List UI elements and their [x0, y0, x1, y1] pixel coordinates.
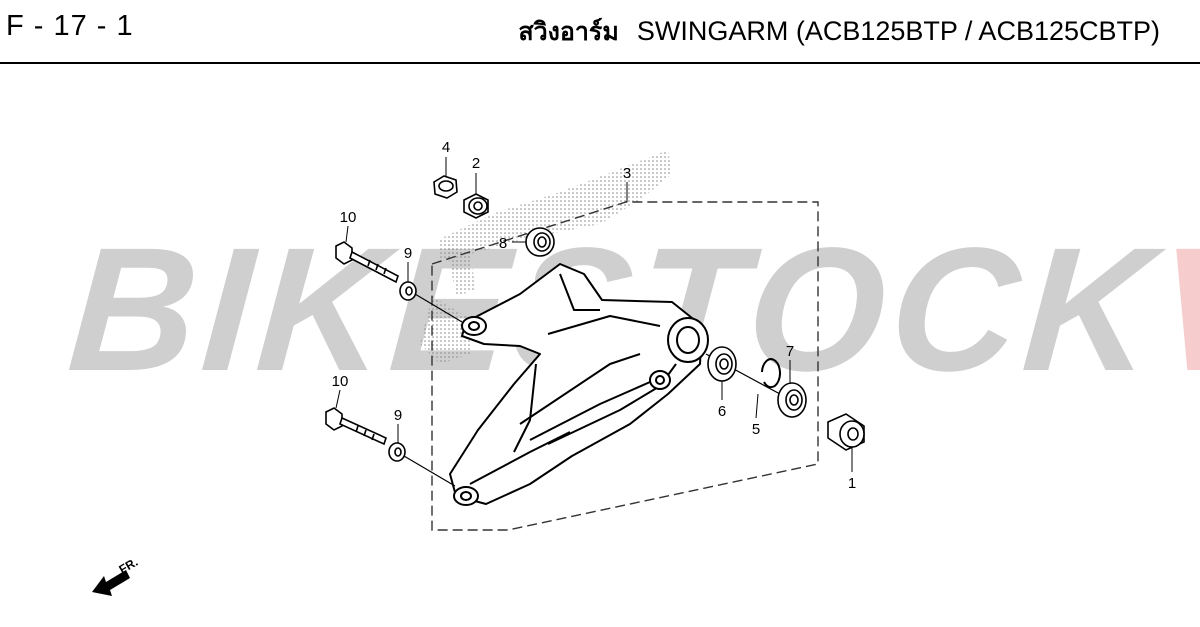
page-code: F - 17 - 1 — [6, 10, 134, 42]
callout-2: 2 — [472, 155, 480, 172]
assembly-boundary — [431, 201, 819, 531]
header-divider — [0, 62, 1200, 64]
callout-3: 3 — [623, 165, 631, 182]
callout-5: 5 — [752, 421, 760, 438]
part-9-washer-upper — [399, 281, 417, 301]
front-direction-arrow-icon: FR. — [92, 555, 140, 596]
callout-4: 4 — [442, 139, 450, 156]
frame-shadow — [420, 296, 472, 364]
part-2-collar — [463, 193, 489, 219]
callout-9-lower: 9 — [394, 407, 402, 424]
part-10-bolt-upper — [335, 241, 399, 284]
swingarm — [449, 263, 709, 506]
callout-9-upper: 9 — [404, 245, 412, 262]
assembly-line — [403, 455, 456, 487]
callout-10-upper: 10 — [340, 209, 357, 226]
part-6-bearing — [707, 346, 737, 382]
callout-1: 1 — [848, 475, 856, 492]
frame-shadow — [438, 150, 672, 260]
page-header: F - 17 - 1 สวิงอาร์ม SWINGARM (ACB125BTP … — [0, 0, 1200, 64]
part-10-bolt-lower — [325, 407, 387, 446]
page-title-thai: สวิงอาร์ม — [518, 17, 619, 46]
part-1-bushing — [827, 413, 865, 451]
callout-8: 8 — [499, 235, 507, 252]
part-8-bearing — [525, 227, 555, 257]
part-4-nut — [433, 175, 458, 199]
part-9-washer-lower — [388, 442, 406, 462]
callout-6: 6 — [718, 403, 726, 420]
leader-lines — [335, 157, 853, 472]
assembly-line — [414, 293, 463, 323]
front-direction-label: FR. — [117, 555, 141, 577]
part-5-circlip — [761, 358, 781, 389]
part-7-bearing — [777, 382, 807, 418]
page-title: สวิงอาร์ม SWINGARM (ACB125BTP / ACB125CBT… — [518, 12, 1160, 52]
callout-10-lower: 10 — [332, 373, 349, 390]
swingarm-exploded-diagram: 4 2 3 10 9 8 10 9 7 6 5 1 FR. — [92, 139, 865, 596]
page-title-english: SWINGARM (ACB125BTP / ACB125CBTP) — [636, 16, 1160, 46]
callout-7: 7 — [786, 343, 794, 360]
